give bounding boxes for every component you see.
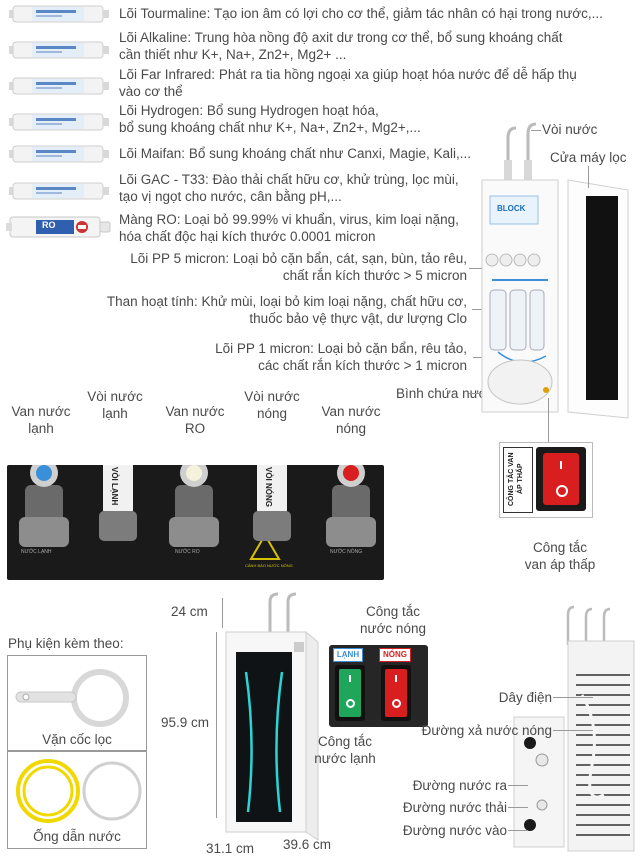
purifier-front-view [222,592,322,842]
filter-hydrogen-image [6,111,112,133]
faucet-leader [531,130,541,131]
filter-alkaline-text: Lõi Alkaline: Trung hòa nồng độ axit dư … [119,30,563,62]
cold-switch[interactable] [335,665,365,721]
rear-in-label: Đường nước vào [402,823,507,838]
pp1-text: Lõi PP 1 micron: Loại bỏ cặn bẩn, rêu tả… [215,341,467,373]
dimension-height: 95.9 cm [161,715,210,730]
hot-tag: NÓNG [379,648,411,662]
low-pressure-rocker[interactable] [543,453,579,505]
filter-gac-text: Lõi GAC - T33: Đào thải chất hữu cơ, khử… [119,172,459,204]
filter-tourmaline-image [6,3,112,25]
ro-membrane-image: RO [6,214,114,240]
low-pressure-sign: CÔNG TẮC VAN ÁP THẤP [503,447,533,513]
filter-maifan-image [6,143,112,165]
hot-switch[interactable] [381,665,411,721]
pp5-leader [469,268,491,269]
door-leader [588,166,589,188]
filter-far-infrared-text: Lõi Far Infrared: Phát ra tia hồng ngoại… [119,67,577,99]
switch-panel: LẠNH NÓNG [329,645,428,727]
filter-hydrogen-text: Lõi Hydrogen: Bổ sung Hydrogen hoạt hóa,… [119,103,421,135]
panel-hot-text: NƯỚC NÓNG [330,549,363,555]
purifier-rear-view [512,605,638,855]
rear-waste-label: Đường nước thải [402,800,507,815]
pp5-text: Lõi PP 5 micron: Loại bỏ cặn bẩn, cát, s… [130,251,467,283]
cold-switch-rocker[interactable] [339,669,361,717]
cabinet-brand: BLOCK [497,204,526,213]
cold-tag: LẠNH [333,648,363,662]
carbon-text: Than hoạt tính: Khử mùi, loại bỏ kim loạ… [106,294,467,326]
tube-icon [16,759,142,823]
ro-label: RO [42,220,56,230]
filter-maifan-text: Lõi Maifan: Bổ sung khoáng chất như Canx… [119,146,472,161]
filter-alkaline-image [6,39,112,61]
accessory-tube-box: Ống dẫn nước [7,750,147,849]
low-pressure-switch-box: CÔNG TẮC VAN ÁP THẤP [499,442,593,518]
panel-ro-text: NƯỚC RO [175,549,200,555]
ro-text: Màng RO: Loại bỏ 99.99% vi khuẩn, virus,… [119,212,459,244]
tank-label: Bình chứa nước [396,386,495,401]
cabinet-open-view: BLOCK [480,120,630,420]
hot-switch-rocker[interactable] [385,669,407,717]
rear-hot-drain-leader [553,730,593,731]
filter-tourmaline-text: Lõi Tourmaline: Tạo ion âm có lợi cho cơ… [119,6,603,21]
dimension-top: 24 cm [171,604,208,619]
filter-gac-image [6,180,112,202]
rear-in-leader [508,830,528,831]
wrench-icon [15,669,129,727]
rear-out-leader [508,785,528,786]
rear-hot-drain-label: Đường xả nước nóng [421,723,552,738]
faucet-label: Vòi nước [542,122,598,137]
rear-power-leader [553,697,593,698]
rear-waste-leader [508,807,528,808]
filter-far-infrared-image [6,75,112,97]
dimension-height-line [216,632,217,818]
accessory-wrench-box: Vặn cốc lọc [7,655,147,752]
door-label: Cửa máy lọc [550,150,627,165]
dimension-depth: 39.6 cm [283,837,332,852]
tube-label: Ống dẫn nước [33,829,121,844]
dimension-top-line [222,598,223,628]
low-pressure-sign-text: CÔNG TẮC VAN ÁP THẤP [508,452,524,506]
low-pressure-switch[interactable] [536,447,586,511]
tap-cold-text: VÒI LẠNH [110,467,119,506]
accessories-title: Phụ kiện kèm theo: [8,636,124,651]
panel-cold-text: NƯỚC LẠNH [21,549,52,555]
dimension-width: 31.1 cm [206,841,255,856]
warning-text: CẢNH BÁO NƯỚC NÓNG [245,563,293,568]
valve-panel: VÒI LẠNH VÒI NÓNG NƯỚC LẠNH NƯỚC RO NƯỚC… [7,465,384,580]
rear-power-label: Dây điện [498,690,552,705]
rear-out-label: Đường nước ra [412,778,507,793]
wrench-label: Vặn cốc lọc [42,732,112,747]
tap-hot-text: VÒI NÓNG [264,467,273,508]
switch-leader [548,398,549,442]
